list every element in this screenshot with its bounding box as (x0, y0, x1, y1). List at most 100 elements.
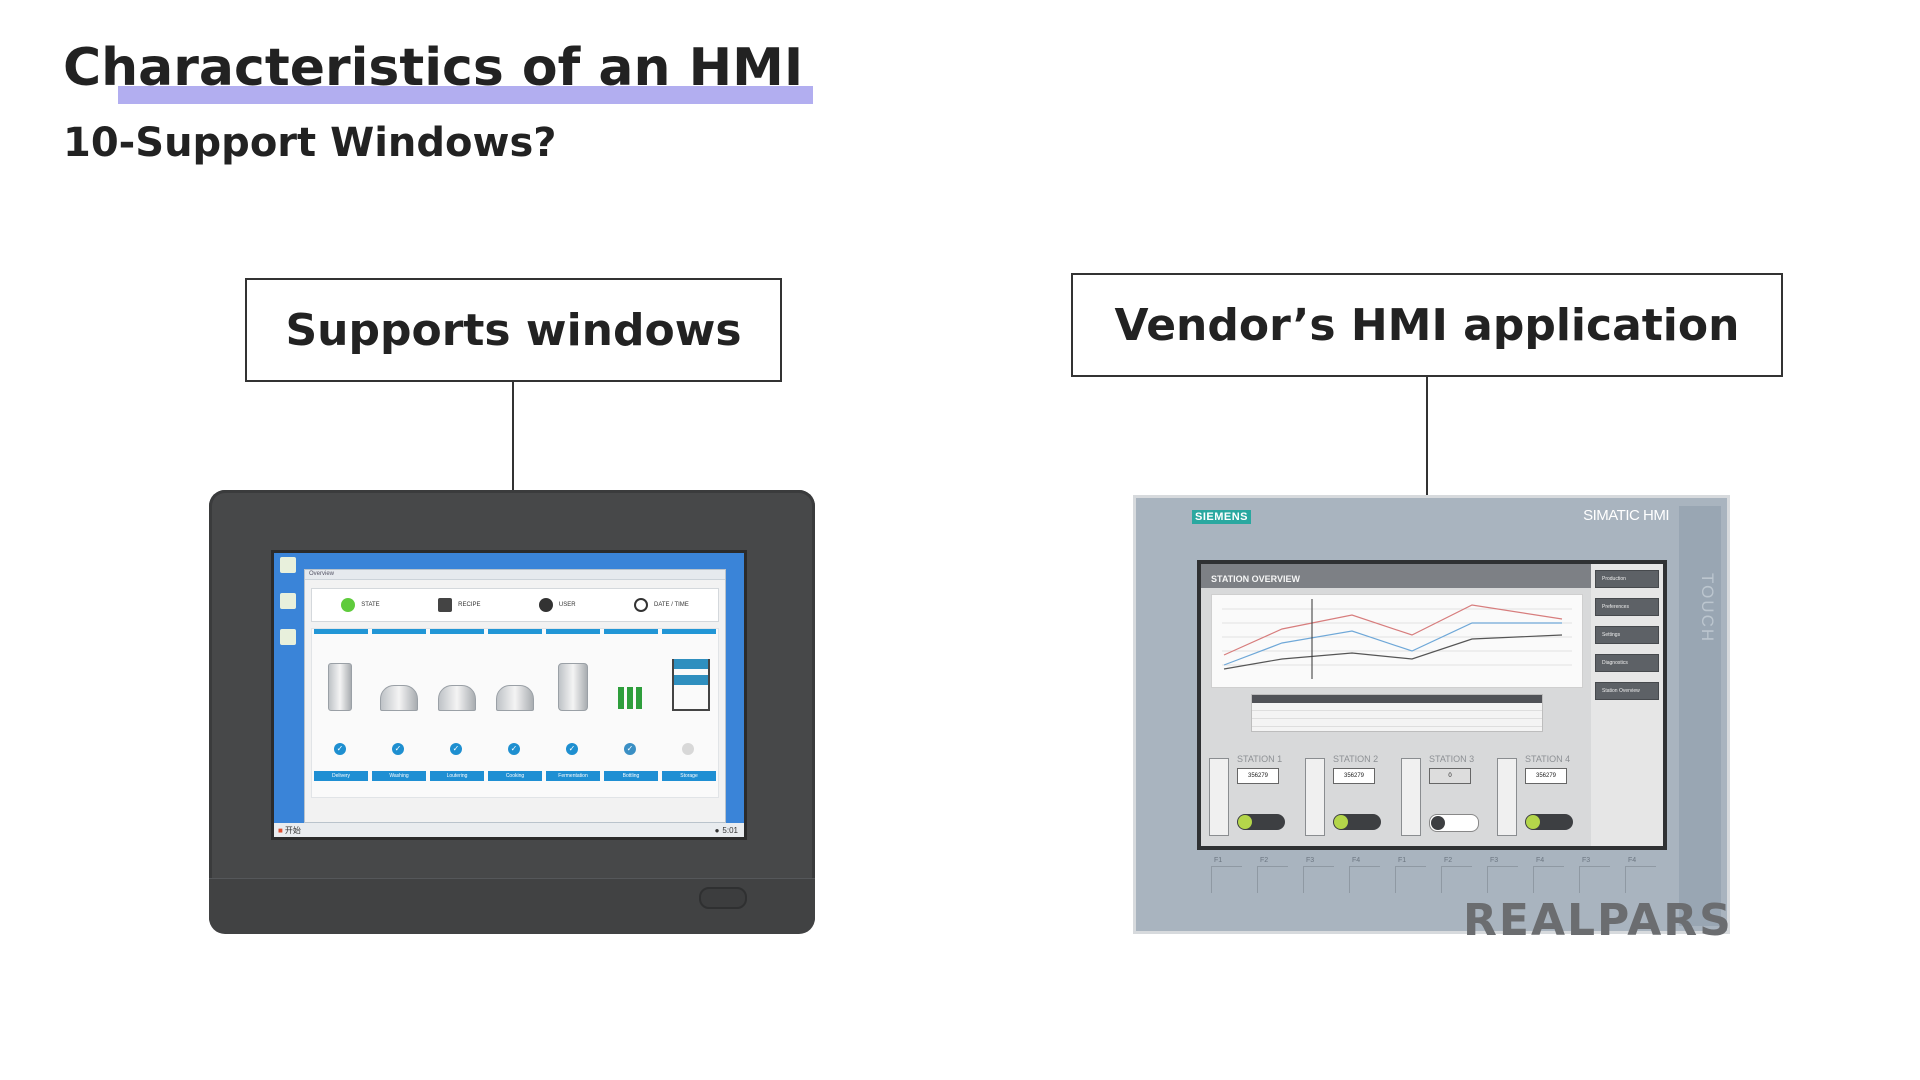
desktop-icon[interactable] (280, 557, 296, 573)
function-key[interactable]: F4 (1349, 857, 1380, 893)
info-label: STATE (361, 602, 380, 608)
info-cell-datetime: DATE / TIME (634, 598, 689, 612)
realpars-logo: REALPARS (1463, 895, 1733, 946)
alarm-table[interactable] (1251, 694, 1543, 732)
process-step[interactable]: ✓ Washing (372, 629, 426, 797)
bezel-side-band (1679, 506, 1721, 926)
process-step-label: Cooking (488, 771, 542, 781)
screen-title: STATION OVERVIEW (1211, 574, 1301, 584)
level-gauge (1497, 758, 1517, 836)
function-key[interactable]: F3 (1579, 857, 1610, 893)
function-key[interactable]: F4 (1625, 857, 1656, 893)
level-gauge (1305, 758, 1325, 836)
app-titlebar: Overview (305, 570, 725, 580)
system-tray: ● 5:01 (715, 826, 744, 835)
process-step[interactable]: Storage (662, 629, 716, 797)
info-cell-user: USER (538, 598, 576, 612)
table-row[interactable] (1252, 711, 1542, 719)
function-key[interactable]: F3 (1487, 857, 1518, 893)
process-step[interactable]: ✓ Fermentation (546, 629, 600, 797)
slide-title: Characteristics of an HMI (63, 38, 804, 98)
function-key[interactable]: F2 (1257, 857, 1288, 893)
info-label: DATE / TIME (654, 602, 689, 608)
check-icon: ✓ (508, 743, 520, 755)
windows-hmi-device: Overview STATE RECIPE USER (209, 490, 815, 934)
title-underline (118, 86, 813, 104)
process-step-label: Delivery (314, 771, 368, 781)
process-step-label: Bottling (604, 771, 658, 781)
trend-chart[interactable] (1211, 594, 1583, 688)
process-step[interactable]: ✓ Loutering (430, 629, 484, 797)
info-label: USER (558, 602, 576, 608)
process-step[interactable]: ✓ Bottling (604, 629, 658, 797)
app-info-bar: STATE RECIPE USER DATE / TIME (311, 588, 719, 622)
station-toggle[interactable] (1333, 814, 1381, 830)
trend-line-gray (1223, 634, 1563, 670)
check-icon: ✓ (334, 743, 346, 755)
function-key[interactable]: F4 (1533, 857, 1564, 893)
level-gauge (1401, 758, 1421, 836)
fermenter-icon (558, 663, 588, 711)
process-step-label: Loutering (430, 771, 484, 781)
nav-button-production[interactable]: Production (1595, 570, 1659, 588)
station-overview-panel: STATION OVERVIEW (1201, 564, 1591, 846)
desktop-icon[interactable] (280, 593, 296, 609)
nav-button-preferences[interactable]: Preferences (1595, 598, 1659, 616)
check-icon: ✓ (566, 743, 578, 755)
tank-icon (380, 685, 418, 711)
station-toggle[interactable] (1525, 814, 1573, 830)
check-icon: ✓ (450, 743, 462, 755)
station-name: STATION 3 (1429, 754, 1475, 764)
screen-header (1201, 564, 1591, 588)
function-key[interactable]: F1 (1395, 857, 1426, 893)
function-key[interactable]: F3 (1303, 857, 1334, 893)
bottling-status-icon: ✓ (624, 743, 636, 755)
start-label: 开始 (284, 825, 301, 835)
windows-hmi-screen: Overview STATE RECIPE USER (271, 550, 747, 840)
desktop-icon[interactable] (280, 629, 296, 645)
station-name: STATION 2 (1333, 754, 1379, 764)
station-name: STATION 1 (1237, 754, 1283, 764)
touch-label: TOUCH (1698, 573, 1717, 644)
station-panel: STATION 3 0 (1401, 752, 1493, 840)
info-cell-state: STATE (341, 598, 380, 612)
power-button[interactable] (699, 887, 747, 909)
check-icon: ✓ (392, 743, 404, 755)
process-step[interactable]: ✓ Cooking (488, 629, 542, 797)
nav-button-station-overview[interactable]: Station Overview (1595, 682, 1659, 700)
station-value: 356279 (1333, 768, 1375, 784)
station-toggle[interactable] (1429, 814, 1479, 832)
nav-button-settings[interactable]: Settings (1595, 626, 1659, 644)
process-step-label: Fermentation (546, 771, 600, 781)
product-name: SIMATIC HMI (1583, 507, 1669, 524)
function-key[interactable]: F2 (1441, 857, 1472, 893)
function-key[interactable]: F1 (1211, 857, 1242, 893)
start-button[interactable]: ■ 开始 (274, 825, 301, 836)
idle-status-icon (682, 743, 694, 755)
info-cell-recipe: RECIPE (438, 598, 480, 612)
vendor-logo: SIEMENS (1192, 510, 1252, 524)
station-toggle[interactable] (1237, 814, 1285, 830)
callout-right-connector (1426, 377, 1428, 497)
storage-rack-icon (672, 659, 710, 711)
info-label: RECIPE (458, 602, 481, 608)
station-value: 356279 (1525, 768, 1567, 784)
windows-desktop: Overview STATE RECIPE USER (274, 553, 744, 823)
station-panel: STATION 4 356279 (1497, 752, 1589, 840)
station-panel: STATION 1 356279 (1209, 752, 1301, 840)
trend-line-red (1223, 604, 1563, 656)
silo-icon (328, 663, 352, 711)
callout-supports-windows: Supports windows (245, 278, 782, 382)
printer-icon (438, 598, 453, 612)
process-step[interactable]: ✓ Delivery (314, 629, 368, 797)
tank-icon (496, 685, 534, 711)
vendor-hmi-screen: STATION OVERVIEW (1197, 560, 1667, 850)
tray-icon[interactable]: ● (714, 825, 720, 835)
function-keys: F1 F2 F3 F4 F1 F2 F3 F4 F3 F4 (1211, 857, 1661, 896)
callout-left-label: Supports windows (285, 304, 742, 356)
nav-button-diagnostics[interactable]: Diagnostics (1595, 654, 1659, 672)
table-row[interactable] (1252, 719, 1542, 727)
table-row[interactable] (1252, 703, 1542, 711)
taskbar-clock: 5:01 (722, 825, 738, 835)
windows-logo-icon: ■ (278, 825, 283, 835)
